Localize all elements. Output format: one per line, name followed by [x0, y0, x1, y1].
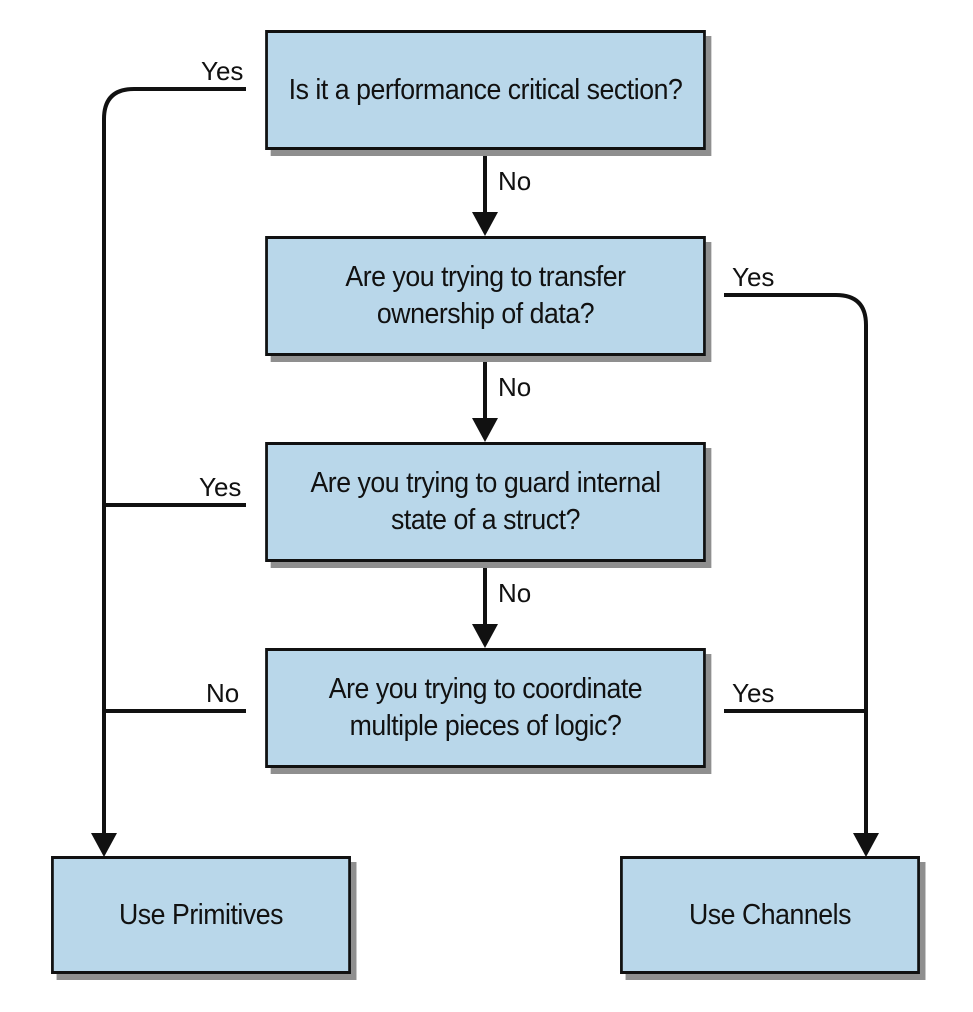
node-text: Are you trying to coordinate [328, 673, 643, 705]
node-text: Use Primitives [118, 898, 284, 931]
label-q2-yes: Yes [732, 262, 775, 292]
label-q4-yes: Yes [732, 678, 775, 708]
outcome-use-primitives: Use Primitives [51, 856, 351, 974]
label-q1-no: No [498, 166, 532, 196]
node-text: state of a struct? [391, 504, 580, 536]
node-text: ownership of data? [376, 298, 595, 330]
label-q1-yes: Yes [201, 56, 244, 86]
arrowhead-q4 [472, 624, 498, 648]
edge-q1-yes [102, 87, 246, 840]
arrowhead-q3 [472, 418, 498, 442]
label-q4-no: No [206, 678, 240, 708]
decision-performance-critical: Is it a performance critical section? [265, 30, 706, 150]
label-q3-no: No [498, 578, 532, 608]
node-text: Is it a performance critical section? [288, 73, 683, 106]
label-q2-no: No [498, 372, 532, 402]
arrowhead-channels [853, 833, 879, 857]
arrowhead-primitives [91, 833, 117, 857]
label-q3-yes: Yes [199, 472, 242, 502]
node-text: multiple pieces of logic? [349, 710, 622, 742]
decision-guard-internal-state: Are you trying to guard internal state o… [265, 442, 706, 562]
node-text: Are you trying to guard internal [310, 467, 661, 499]
node-text: Use Channels [688, 898, 852, 931]
decision-coordinate-logic: Are you trying to coordinate multiple pi… [265, 648, 706, 768]
outcome-use-channels: Use Channels [620, 856, 920, 974]
edge-q2-yes [724, 293, 868, 840]
node-text: Are you trying to transfer [345, 261, 626, 293]
arrowhead-q2 [472, 212, 498, 236]
decision-transfer-ownership: Are you trying to transfer ownership of … [265, 236, 706, 356]
